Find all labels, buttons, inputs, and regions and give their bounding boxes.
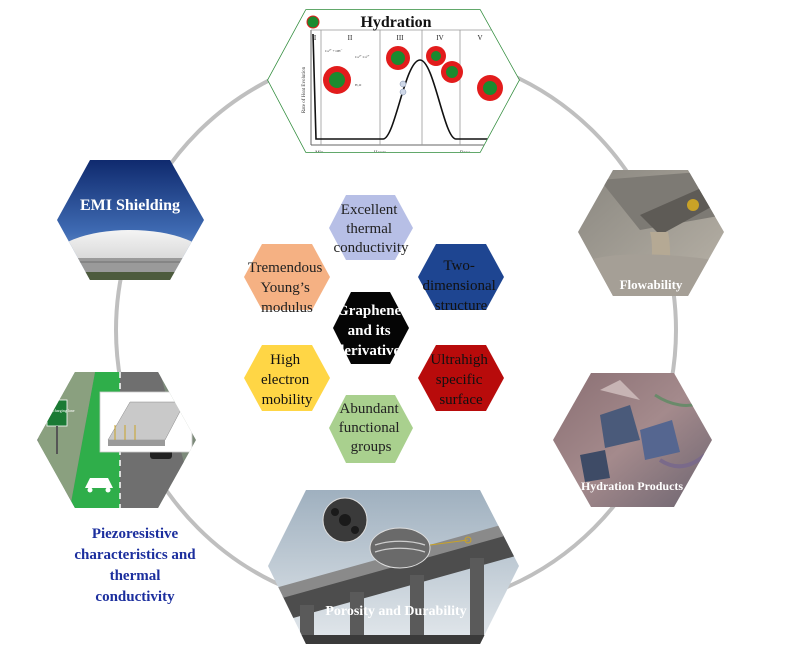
property-line: Tremendous [248, 260, 323, 276]
hydration-products-title: Hydration Products [581, 479, 683, 493]
svg-text:Ultrahigh specific: Ultrahigh specific surface [430, 352, 491, 408]
property-line: Abundant [340, 401, 400, 417]
property-line: Excellent [341, 202, 398, 218]
property-line: surface [439, 392, 483, 408]
svg-text:Ca²⁺ Ca²⁺: Ca²⁺ Ca²⁺ [355, 55, 370, 59]
charging-lane-sign: Electric charging lane [39, 408, 74, 413]
hydration-title: Hydration [360, 14, 431, 31]
heat-evolution-curve [312, 33, 500, 140]
property-line: structure [435, 298, 488, 314]
svg-text:High electron mobi: High electron mobility [261, 352, 313, 408]
csh-particle-icon [306, 15, 320, 29]
property-hexagon-structure: Two- dimensional structure [418, 244, 504, 314]
property-line: Ultrahigh [430, 352, 488, 368]
center-line: derivatives [336, 343, 406, 359]
property-line: functional [339, 420, 400, 436]
property-line: dimensional [422, 278, 495, 294]
piezo-line: Piezoresistive [91, 526, 179, 542]
time-tick: Hours [374, 151, 386, 156]
property-line: Young’s [260, 280, 309, 296]
time-tick: Min. [315, 151, 325, 156]
emi-title: EMI Shielding [80, 197, 180, 214]
svg-text:Ca²⁺ + OH⁻: Ca²⁺ + OH⁻ [325, 49, 343, 53]
porosity-title: Porosity and Durability [325, 604, 466, 619]
car-icon [85, 478, 113, 488]
property-line: thermal [346, 221, 392, 237]
svg-text:Abundant functional: Abundant functional groups [339, 401, 404, 455]
csh-particle-icon [386, 46, 410, 96]
heat-axis-x-label: Time of Hydration [401, 158, 439, 163]
svg-text:Excellent thermal: Excellent thermal conductivity [334, 202, 409, 256]
hexagon-hydration: I II III IV V Rate of Heat Evolution Min… [267, 9, 520, 163]
hexagon-piezoresistive: Electric charging lane [37, 372, 196, 508]
stage-label: IV [436, 34, 443, 42]
svg-text:Tremendous Young’s: Tremendous Young’s modulus [248, 260, 326, 316]
csh-particle-icon [426, 46, 446, 66]
stage-label: II [348, 34, 353, 42]
property-hexagon-groups: Abundant functional groups [329, 395, 413, 463]
stage-label: I [314, 34, 317, 42]
property-hexagon-surface: Ultrahigh specific surface [418, 345, 504, 411]
csh-particle-icon [323, 66, 351, 94]
property-line: specific [436, 372, 483, 388]
time-tick: Days [460, 151, 470, 156]
hexagon-porosity-durability: Porosity and Durability [268, 490, 519, 644]
hexagon-flowability: Flowability [578, 170, 724, 296]
property-line: Two- [443, 258, 474, 274]
svg-text:Two- dimensional s: Two- dimensional structure [422, 258, 499, 314]
property-hexagon-thermal: Excellent thermal conductivity [329, 195, 413, 260]
property-line: electron [261, 372, 310, 388]
property-line: modulus [261, 300, 313, 316]
piezo-line: conductivity [95, 589, 175, 605]
property-hexagon-mobility: High electron mobility [244, 345, 330, 411]
stage-label: V [477, 34, 482, 42]
csh-particle-icon [477, 75, 503, 101]
piezo-line: characteristics and [74, 547, 196, 563]
svg-text:H₂O: H₂O [355, 83, 362, 87]
hexagon-hydration-products: Hydration Products [553, 373, 712, 507]
heat-axis-y-label: Rate of Heat Evolution [302, 66, 307, 113]
property-line: conductivity [334, 240, 409, 256]
csh-particle-icon [441, 61, 463, 83]
piezo-line: thermal [109, 568, 161, 584]
property-hexagon-modulus: Tremendous Young’s modulus [244, 244, 330, 316]
center-line: Graphene [337, 303, 402, 319]
property-line: groups [351, 439, 392, 455]
hexagon-emi-shielding: EMI Shielding [57, 160, 204, 280]
property-line: mobility [262, 392, 313, 408]
stage-label: III [397, 34, 405, 42]
flowability-title: Flowability [620, 277, 683, 292]
property-line: High [270, 352, 301, 368]
svg-text:Graphene and its d: Graphene and its derivatives [336, 303, 406, 359]
center-line: and its [348, 323, 391, 339]
center-hexagon-graphene: Graphene and its derivatives [333, 292, 409, 364]
piezo-title: Piezoresistive characteristics and therm… [40, 524, 230, 608]
